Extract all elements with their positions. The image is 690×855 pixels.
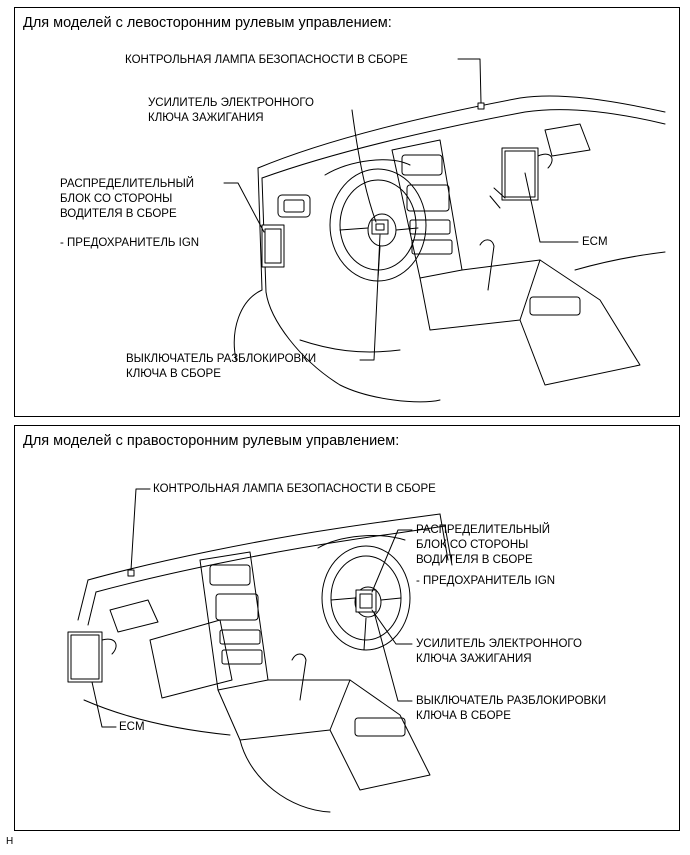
lhd-leader-lines: [223, 58, 579, 361]
rhd-label-junction-block-line2: БЛОК СО СТОРОНЫ: [416, 539, 529, 551]
rhd-label-unlock-switch-line2: КЛЮЧА В СБОРЕ: [416, 710, 511, 722]
rhd-panel-title: Для моделей с правосторонним рулевым упр…: [23, 433, 400, 449]
rhd-label-fuse: - ПРЕДОХРАНИТЕЛЬ IGN: [416, 575, 556, 587]
rhd-label-junction-block-line1: РАСПРЕДЕЛИТЕЛЬНЫЙ: [416, 524, 551, 536]
rhd-label-key-amplifier-line1: УСИЛИТЕЛЬ ЭЛЕКТРОННОГО: [416, 638, 582, 650]
lhd-label-junction-block-line2: БЛОК СО СТОРОНЫ: [60, 193, 173, 205]
lhd-label-security-indicator: КОНТРОЛЬНАЯ ЛАМПА БЕЗОПАСНОСТИ В СБОРЕ: [125, 54, 408, 66]
lhd-label-ecm: ECM: [582, 236, 608, 248]
lhd-label-key-amplifier-line1: УСИЛИТЕЛЬ ЭЛЕКТРОННОГО: [148, 97, 314, 109]
rhd-label-key-amplifier-line2: КЛЮЧА ЗАЖИГАНИЯ: [416, 653, 532, 665]
rhd-dashboard-drawing: [67, 513, 453, 813]
lhd-label-unlock-switch-line1: ВЫКЛЮЧАТЕЛЬ РАЗБЛОКИРОВКИ: [126, 353, 317, 365]
rhd-leader-lines: [91, 488, 413, 728]
rhd-label-unlock-switch-line1: ВЫКЛЮЧАТЕЛЬ РАЗБЛОКИРОВКИ: [416, 695, 607, 707]
lhd-label-junction-block-line1: РАСПРЕДЕЛИТЕЛЬНЫЙ: [60, 178, 195, 190]
rhd-label-security-indicator: КОНТРОЛЬНАЯ ЛАМПА БЕЗОПАСНОСТИ В СБОРЕ: [153, 483, 436, 495]
lhd-label-fuse: - ПРЕДОХРАНИТЕЛЬ IGN: [60, 237, 200, 249]
lhd-panel: Для моделей с левосторонним рулевым упра…: [14, 7, 680, 417]
lhd-label-key-amplifier-line2: КЛЮЧА ЗАЖИГАНИЯ: [148, 112, 264, 124]
lhd-panel-title: Для моделей с левосторонним рулевым упра…: [23, 15, 392, 31]
lhd-label-unlock-switch-line2: КЛЮЧА В СБОРЕ: [126, 368, 221, 380]
rhd-label-junction-block-line3: ВОДИТЕЛЯ В СБОРЕ: [416, 554, 533, 566]
lhd-label-junction-block-line3: ВОДИТЕЛЯ В СБОРЕ: [60, 208, 177, 220]
rhd-label-ecm: ECM: [119, 721, 145, 733]
figure-code: H: [6, 836, 14, 847]
